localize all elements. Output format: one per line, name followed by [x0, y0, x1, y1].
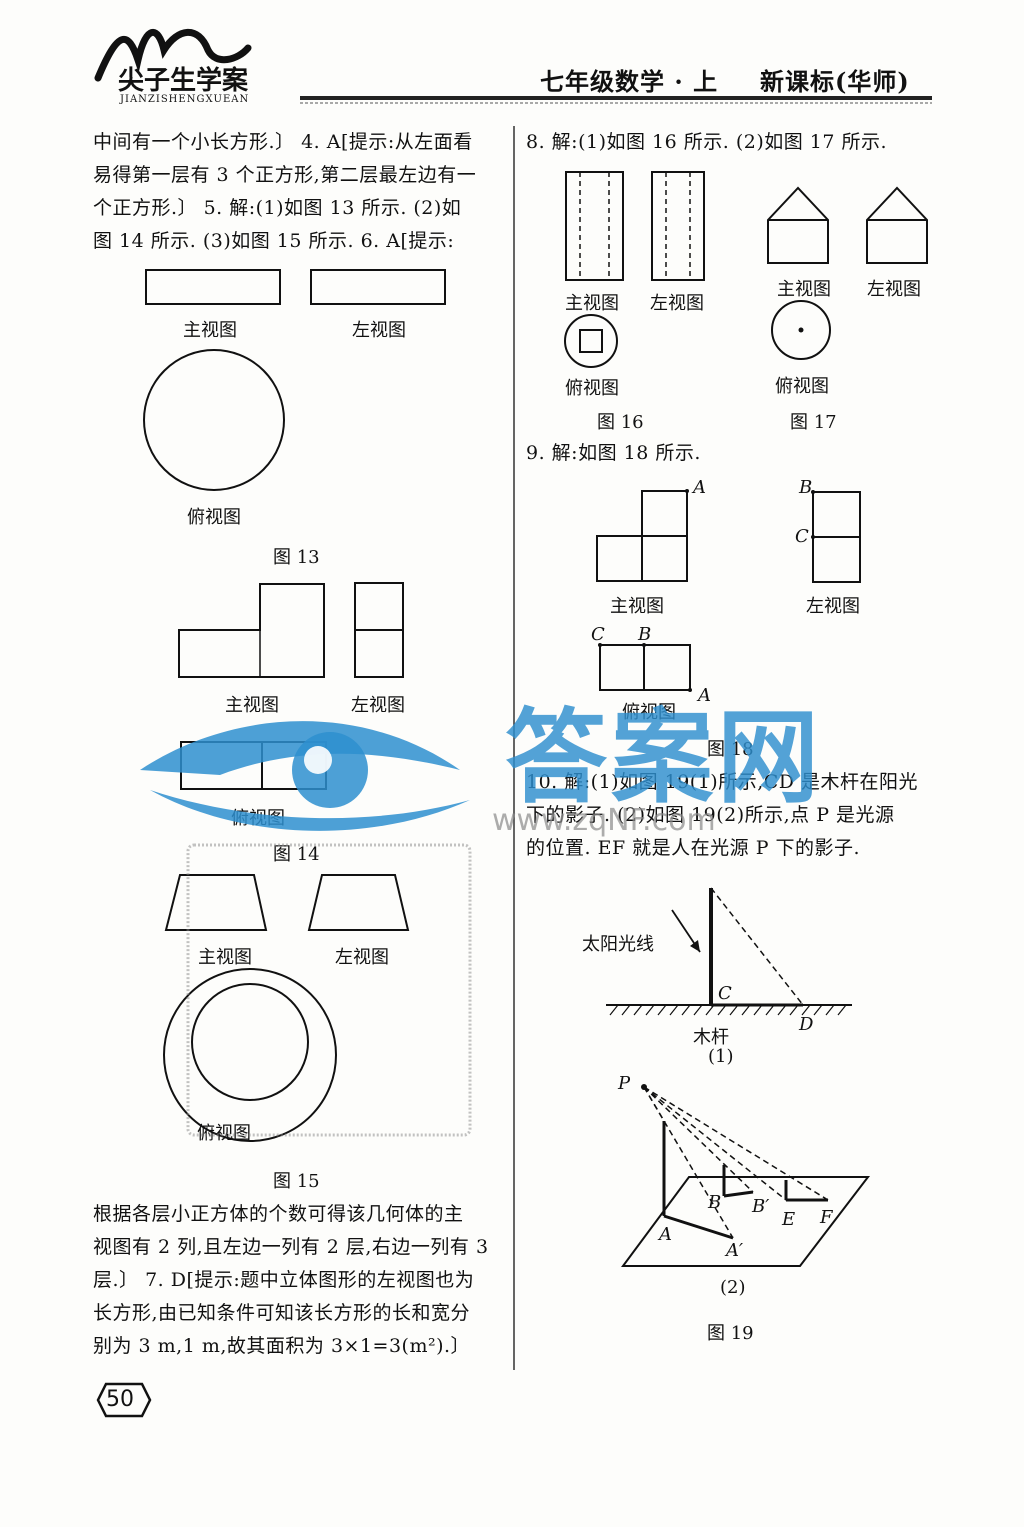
- fig14-left-label: 左视图: [351, 695, 405, 716]
- page-number-badge: [96, 1382, 152, 1418]
- fig18-front-label: 主视图: [610, 596, 664, 617]
- figure-18-drawing: [596, 489, 861, 692]
- text-line: 图 14 所示. (3)如图 15 所示. 6. A[提示:: [93, 230, 455, 252]
- fig13-left-label: 左视图: [352, 320, 406, 341]
- q8-text: 8. 解:(1)如图 16 所示. (2)如图 17 所示.: [526, 131, 888, 153]
- figure-15-drawing: [163, 874, 410, 1142]
- sunlight-label: 太阳光线: [582, 934, 654, 955]
- left-outro: 根据各层小正方体的个数可得该几何体的主 视图有 2 列,且左边一列有 2 层,右…: [93, 1198, 513, 1363]
- fig15-caption: 图 15: [273, 1171, 320, 1192]
- fig18-left-label: 左视图: [806, 596, 860, 617]
- fig19-point-d: D: [799, 1014, 814, 1035]
- fig18-point-c: C: [795, 526, 809, 547]
- fig15-left-label: 左视图: [335, 947, 389, 968]
- fig15-top-label: 俯视图: [197, 1123, 251, 1144]
- logo-title: 尖子生学案: [118, 66, 249, 96]
- fig19-caption: 图 19: [707, 1323, 754, 1344]
- fig18-top-point-a: A: [698, 685, 711, 706]
- text-line: 10. 解:(1)如图 19(1)所示,CD 是木杆在阳光: [526, 771, 919, 793]
- fig17-caption: 图 17: [790, 412, 837, 433]
- figure-19-part2-drawing: [621, 1084, 871, 1267]
- fig19-point-a: A: [659, 1224, 672, 1245]
- figure-16-drawing: [564, 171, 705, 368]
- fig16-caption: 图 16: [597, 412, 644, 433]
- text-line: 下的影子. (2)如图 19(2)所示,点 P 是光源: [526, 804, 895, 826]
- fig14-caption: 图 14: [273, 844, 320, 865]
- logo-brush-icon: [94, 28, 252, 82]
- fig13-front-label: 主视图: [183, 320, 237, 341]
- text-line: 长方形,由已知条件可知该长方形的长和宽分: [93, 1302, 471, 1324]
- pole-label: 木杆: [693, 1027, 729, 1048]
- fig19-sub2: (2): [720, 1277, 746, 1298]
- q9-text: 9. 解:如图 18 所示.: [526, 442, 701, 464]
- figure-13-drawing: [143, 269, 446, 491]
- header-rule: [300, 96, 932, 104]
- text-line: 易得第一层有 3 个正方形,第二层最左边有一: [93, 164, 477, 186]
- fig19-point-c: C: [718, 983, 732, 1004]
- fig17-top-label: 俯视图: [775, 376, 829, 397]
- logo-subtitle: JIANZISHENGXUEAN: [120, 94, 250, 105]
- fig18-point-b: B: [799, 477, 813, 498]
- watermark-brand: 答案网: [505, 699, 823, 818]
- fig13-caption: 图 13: [273, 547, 320, 568]
- figure-19-part1-drawing: [606, 887, 852, 1016]
- text-line: 根据各层小正方体的个数可得该几何体的主: [93, 1203, 464, 1225]
- fig16-left-label: 左视图: [650, 293, 704, 314]
- fig19-point-b-prime: B′: [752, 1196, 770, 1217]
- fig19-sub1: (1): [708, 1046, 734, 1067]
- fig18-top-point-c: C: [591, 624, 605, 645]
- fig16-top-label: 俯视图: [565, 378, 619, 399]
- text-line: 的位置. EF 就是人在光源 P 下的影子.: [526, 837, 861, 859]
- fig16-front-label: 主视图: [565, 293, 619, 314]
- figure-17-drawing: [767, 186, 928, 360]
- fig18-top-point-b: B: [638, 624, 652, 645]
- fig14-front-label: 主视图: [225, 695, 279, 716]
- fig13-top-label: 俯视图: [187, 507, 241, 528]
- watermark-url: www.zqNF.com: [492, 803, 716, 838]
- q10-text: 10. 解:(1)如图 19(1)所示,CD 是木杆在阳光 下的影子. (2)如…: [526, 766, 946, 865]
- text-line: 层.〕 7. D[提示:题中立体图形的左视图也为: [93, 1269, 475, 1291]
- header: 尖子生学案 JIANZISHENGXUEAN 七年级数学 · 上 新课标(华师): [80, 18, 940, 108]
- edition-label: 新课标(华师): [760, 67, 910, 96]
- fig18-top-label: 俯视图: [622, 702, 676, 723]
- fig19-point-p: P: [618, 1073, 631, 1094]
- fig18-caption: 图 18: [707, 739, 754, 760]
- page-number: 50: [106, 1387, 134, 1412]
- fig18-point-a: A: [693, 477, 706, 498]
- left-intro: 中间有一个小长方形.〕 4. A[提示:从左面看 易得第一层有 3 个正方形,第…: [93, 126, 513, 258]
- text-line: 个正方形.〕 5. 解:(1)如图 13 所示. (2)如: [93, 197, 462, 219]
- text-line: 视图有 2 列,且左边一列有 2 层,右边一列有 3: [93, 1236, 489, 1258]
- fig15-front-label: 主视图: [198, 947, 252, 968]
- fig19-point-b: B: [708, 1192, 722, 1213]
- fig19-point-f: F: [820, 1207, 833, 1228]
- watermark-eye-logo: [140, 721, 470, 831]
- fig17-front-label: 主视图: [777, 279, 831, 300]
- text-line: 别为 3 m,1 m,故其面积为 3×1=3(m²).〕: [93, 1335, 471, 1357]
- fig17-left-label: 左视图: [867, 279, 921, 300]
- fig19-point-a-prime: A′: [726, 1240, 744, 1261]
- subject-title: 七年级数学 · 上: [540, 67, 719, 96]
- fig19-point-e: E: [782, 1209, 796, 1230]
- text-line: 中间有一个小长方形.〕 4. A[提示:从左面看: [93, 131, 473, 153]
- stamp-box: [186, 843, 472, 1137]
